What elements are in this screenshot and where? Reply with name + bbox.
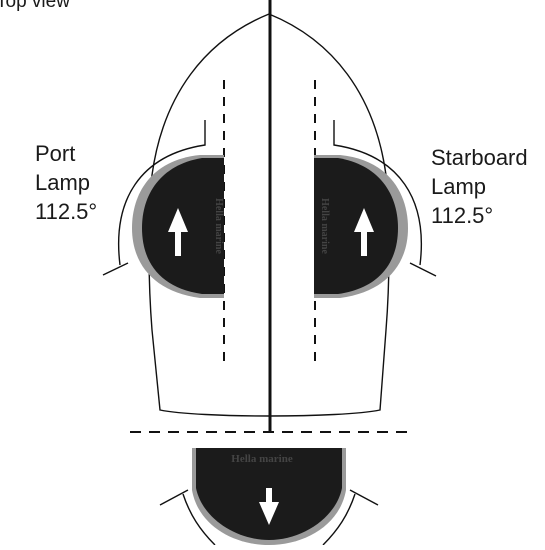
starboard-lamp-brand-text: Hella marine — [319, 198, 330, 254]
starboard-lamp-label: Starboard Lamp 112.5° — [431, 143, 528, 230]
port-beam-arc — [102, 120, 206, 276]
port-lamp: Hella marine — [132, 155, 224, 298]
starboard-lamp-label-line1: Starboard — [431, 145, 528, 170]
starboard-lamp-angle: 112.5° — [431, 203, 494, 228]
stern-lamp-brand-text: Hella marine — [231, 453, 293, 465]
port-lamp-brand-text: Hella marine — [213, 198, 224, 254]
port-lamp-label: Port Lamp 112.5° — [35, 139, 97, 226]
port-lamp-label-line1: Port — [35, 141, 76, 166]
stern-beam-arc — [159, 489, 379, 546]
stern-lamp: Hella marine — [192, 448, 346, 545]
port-lamp-label-line2: Lamp — [35, 170, 91, 195]
page-title: Top view — [0, 0, 70, 12]
starboard-lamp-label-line2: Lamp — [431, 174, 487, 199]
starboard-lamp: Hella marine — [314, 155, 408, 298]
starboard-beam-arc — [333, 120, 437, 277]
port-arrow-icon — [168, 208, 188, 256]
stern-arrow-icon — [259, 488, 279, 525]
starboard-arrow-icon — [354, 208, 374, 256]
port-lamp-angle: 112.5° — [35, 199, 98, 224]
